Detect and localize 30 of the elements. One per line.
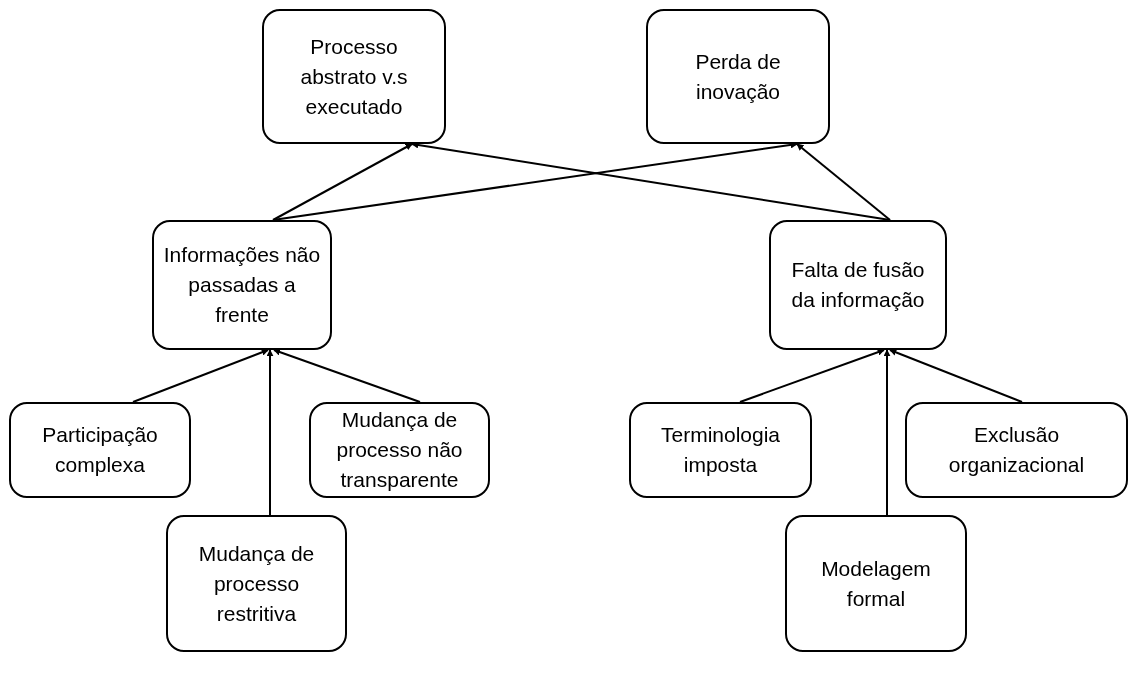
- process-box: [769, 220, 947, 350]
- arrow: [266, 349, 274, 516]
- arrow: [411, 141, 891, 221]
- box-label: Terminologia imposta: [659, 422, 782, 478]
- box-label: Participação complexa: [41, 422, 159, 478]
- arrow: [889, 349, 1023, 403]
- box-label: Perda de inovação: [694, 48, 782, 105]
- process-box: [785, 515, 967, 652]
- arrow: [739, 348, 885, 403]
- process-box: [9, 402, 191, 498]
- arrow: [132, 349, 269, 403]
- process-box: [646, 9, 830, 144]
- box-label: Mudança de processo não transparente: [335, 407, 464, 493]
- arrow: [272, 143, 413, 221]
- box-label: Informações não passadas a frente: [162, 242, 322, 328]
- arrow: [272, 141, 798, 221]
- process-box: [629, 402, 812, 498]
- box-label: Mudança de processo restritiva: [197, 540, 316, 627]
- process-box: [309, 402, 490, 498]
- box-label: Processo abstrato v.s executado: [299, 33, 409, 120]
- process-box: [905, 402, 1128, 498]
- box-label: Falta de fusão da informação: [790, 257, 926, 313]
- arrow: [883, 349, 891, 516]
- box-label: Exclusão organizacional: [947, 422, 1086, 478]
- process-box: [262, 9, 446, 144]
- process-box: [166, 515, 347, 652]
- arrow: [273, 348, 421, 403]
- box-label: Modelagem formal: [820, 555, 932, 612]
- process-box: [152, 220, 332, 350]
- arrow: [796, 143, 891, 221]
